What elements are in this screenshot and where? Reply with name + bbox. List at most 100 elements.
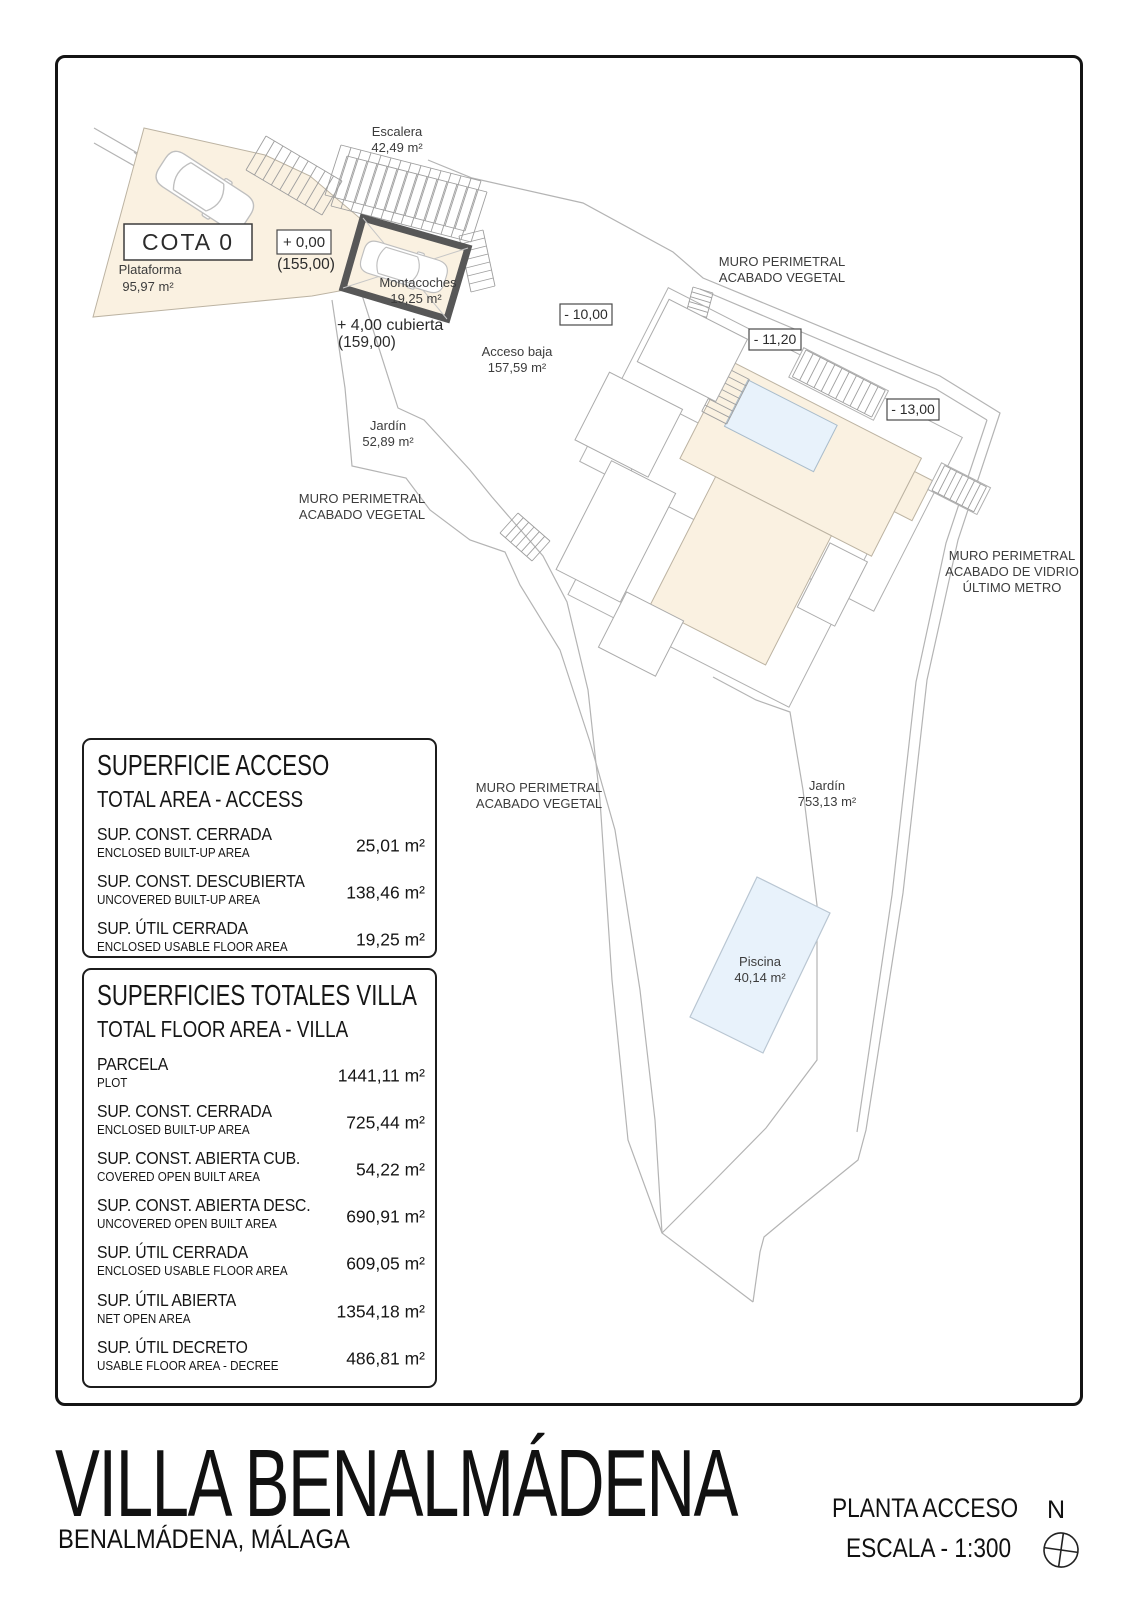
villa-building xyxy=(555,286,992,708)
montacoches-box xyxy=(338,213,473,324)
project-location: BENALMÁDENA, MÁLAGA xyxy=(58,1524,350,1554)
table-acceso-title: SUPERFICIE ACCESO xyxy=(97,750,330,782)
muro-vegetal-w-1: MURO PERIMETRAL xyxy=(299,491,425,506)
escalera-label: Escalera xyxy=(372,124,423,139)
muro-vegetal-w-2: ACABADO VEGETAL xyxy=(299,507,425,522)
row-label-es: SUP. ÚTIL DECRETO xyxy=(97,1337,248,1357)
table-acceso-header: SUPERFICIE ACCESO TOTAL AREA - ACCESS xyxy=(97,750,395,813)
table-totales-title: SUPERFICIES TOTALES VILLA xyxy=(97,980,417,1012)
level-cubierta: + 4,00 cubierta (159,00) xyxy=(337,317,443,351)
roof-step xyxy=(893,470,934,522)
table-superficies-totales: SUPERFICIES TOTALES VILLA TOTAL FLOOR AR… xyxy=(82,968,437,1388)
jardin-acceso-area: 52,89 m² xyxy=(362,434,414,449)
stairs-east-frame xyxy=(927,462,992,516)
room-outline-1 xyxy=(636,298,749,403)
row-value: 609,05 m² xyxy=(346,1253,425,1274)
table-row: SUP. CONST. ABIERTA CUB. COVERED OPEN BU… xyxy=(97,1148,425,1192)
table-row: SUP. CONST. ABIERTA DESC. UNCOVERED OPEN… xyxy=(97,1195,425,1239)
cota-13-label: - 13,00 xyxy=(891,401,935,417)
room-outline-2 xyxy=(574,371,684,478)
elevation-tags: - 10,00 - 11,20 - 13,00 xyxy=(559,303,940,421)
level-acceso-abs: (155,00) xyxy=(277,256,335,273)
row-label-en: USABLE FLOOR AREA - DECREE xyxy=(97,1359,279,1373)
acceso-baja-label: Acceso baja xyxy=(482,344,554,359)
site-boundary-outer xyxy=(427,159,1001,1303)
piscina-label: Piscina xyxy=(739,954,782,969)
row-label-en: ENCLOSED USABLE FLOOR AREA xyxy=(97,1264,288,1278)
row-label-es: PARCELA xyxy=(97,1054,169,1074)
plataforma-label: Plataforma xyxy=(119,262,183,277)
cota-10-label: - 10,00 xyxy=(564,306,608,322)
upper-pool xyxy=(723,379,838,473)
row-value: 54,22 m² xyxy=(355,1159,425,1180)
site-boundary-west xyxy=(331,299,754,1303)
piscina-area xyxy=(689,876,831,1054)
muro-vidrio-2: ACABADO DE VIDRIO xyxy=(945,564,1079,579)
muro-vidrio-1: MURO PERIMETRAL xyxy=(949,548,1075,563)
table-row: SUP. ÚTIL ABIERTA NET OPEN AREA 1354,18 … xyxy=(97,1290,425,1334)
room-outline-4 xyxy=(597,591,685,677)
table-acceso-subtitle: TOTAL AREA - ACCESS xyxy=(97,786,304,812)
row-label-en: ENCLOSED USABLE FLOOR AREA xyxy=(97,940,288,954)
row-value: 690,91 m² xyxy=(346,1206,425,1227)
row-label-es: SUP. CONST. CERRADA xyxy=(97,824,272,844)
stairs-escalera-main-2 xyxy=(324,144,482,232)
stairs-north-frame xyxy=(788,347,890,421)
perimeter-wall-inner-top xyxy=(699,288,988,421)
muro-vegetal-s-1: MURO PERIMETRAL xyxy=(476,780,602,795)
plataforma-area: 95,97 m² xyxy=(122,279,174,294)
table-totales-subtitle: TOTAL FLOOR AREA - VILLA xyxy=(97,1016,349,1042)
montacoches-area: 19,25 m² xyxy=(390,291,442,306)
row-label-en: PLOT xyxy=(97,1076,128,1090)
row-label-es: SUP. ÚTIL ABIERTA xyxy=(97,1290,237,1310)
row-value: 1441,11 m² xyxy=(337,1065,425,1086)
cubierta-abs: (159,00) xyxy=(338,334,396,351)
montacoches-label: Montacoches xyxy=(379,275,457,290)
sheet-frame xyxy=(55,55,1083,1406)
row-value: 138,46 m² xyxy=(346,882,425,903)
north-letter: N xyxy=(1047,1496,1066,1524)
acceso-baja-area: 157,59 m² xyxy=(488,360,547,375)
table-row: SUP. ÚTIL CERRADA ENCLOSED USABLE FLOOR … xyxy=(97,918,425,962)
row-label-en: COVERED OPEN BUILT AREA xyxy=(97,1170,261,1184)
stairs-escalera-upper xyxy=(245,135,343,216)
piscina-area-label: 40,14 m² xyxy=(734,970,786,985)
garden-edge-west xyxy=(361,294,663,1234)
muro-vegetal-s-2: ACABADO VEGETAL xyxy=(476,796,602,811)
stairs-east xyxy=(931,465,987,513)
row-label-es: SUP. CONST. DESCUBIERTA xyxy=(97,871,305,891)
project-title: VILLA BENALMÁDENA xyxy=(55,1430,738,1537)
stairs-north xyxy=(791,349,886,418)
row-label-es: SUP. CONST. ABIERTA CUB. xyxy=(97,1148,301,1168)
cota0-label: COTA 0 xyxy=(142,229,234,255)
roof-wing xyxy=(649,476,833,666)
room-outline-3 xyxy=(555,460,677,603)
muro-vidrio-3: ÚLTIMO METRO xyxy=(963,580,1062,595)
row-label-en: ENCLOSED BUILT-UP AREA xyxy=(97,1123,250,1137)
table-row: SUP. CONST. CERRADA ENCLOSED BUILT-UP AR… xyxy=(97,1101,425,1145)
stairs-garden xyxy=(499,512,551,562)
level-acceso: + 0,00 (155,00) xyxy=(276,229,335,273)
sheet-scale: ESCALA - 1:300 xyxy=(846,1533,1012,1563)
cota-11-label: - 11,20 xyxy=(754,331,797,347)
table-row: PARCELA PLOT 1441,11 m² xyxy=(97,1054,425,1098)
room-outline-5 xyxy=(796,542,869,627)
table-row: SUP. CONST. DESCUBIERTA UNCOVERED BUILT-… xyxy=(97,871,425,915)
table-superficie-acceso: SUPERFICIE ACCESO TOTAL AREA - ACCESS SU… xyxy=(82,738,437,958)
muro-vegetal-ne-2: ACABADO VEGETAL xyxy=(719,270,845,285)
row-value: 725,44 m² xyxy=(346,1112,425,1133)
muro-vegetal-ne-1: MURO PERIMETRAL xyxy=(719,254,845,269)
garden-path-line xyxy=(661,676,818,1234)
row-value: 19,25 m² xyxy=(355,929,425,950)
row-value: 1354,18 m² xyxy=(336,1301,425,1322)
cota0-box: COTA 0 xyxy=(123,223,253,261)
row-label-en: NET OPEN AREA xyxy=(97,1312,191,1326)
row-label-es: SUP. ÚTIL CERRADA xyxy=(97,1242,248,1262)
row-value: 486,81 m² xyxy=(346,1348,425,1369)
table-row: SUP. ÚTIL CERRADA ENCLOSED USABLE FLOOR … xyxy=(97,1242,425,1286)
cubierta-rel: + 4,00 cubierta xyxy=(337,317,443,334)
row-label-es: SUP. CONST. CERRADA xyxy=(97,1101,272,1121)
north-compass-icon xyxy=(1043,1532,1079,1568)
